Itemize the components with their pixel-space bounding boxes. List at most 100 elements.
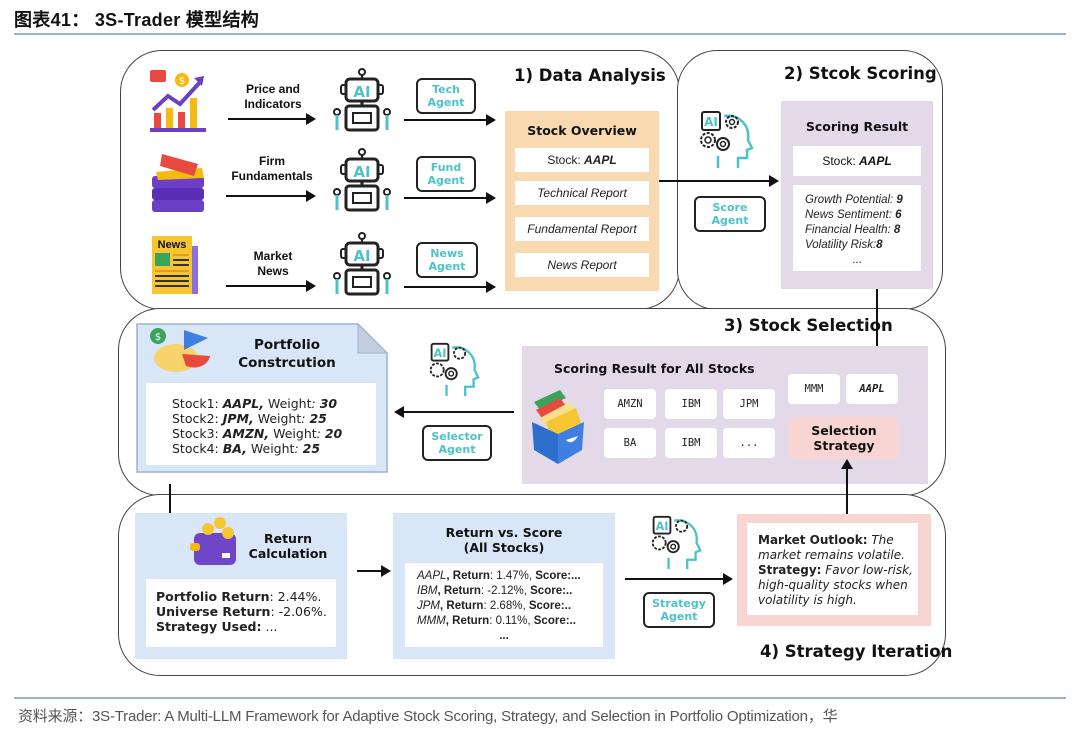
agent-label-line: Fund [430,161,462,174]
agent-label-line: Agent [711,214,749,227]
score-name: Financial Health: [805,224,894,236]
input-label-line: Firm [258,154,285,168]
newspaper-icon: News [152,236,198,294]
file-box-icon [532,390,584,464]
return-row: Portfolio Return: 2.44%. [156,589,336,604]
arrow-overview-to-scoring [659,175,779,187]
portfolio-title-line: Constrcution [238,355,336,371]
input-label-news: Market News [230,249,316,279]
strategy-agent-box: Strategy Agent [643,592,715,628]
row-score: Score:.. [530,585,573,597]
selected-stock-chip: MMM [788,374,840,404]
arrow-price-to-robot [228,113,316,125]
strategy-text: Favor low-risk, high-quality stocks when… [758,563,913,607]
return-score-row: AAPL, Return: 1.47%, Score:... [417,569,603,584]
wallet-icon [190,517,236,565]
return-calc-title: Return Calculation [246,531,330,561]
stock-chip: IBM [665,428,717,458]
agent-label-line: Agent [660,610,698,623]
return-calc-title-line: Calculation [248,546,328,561]
arrow-news-to-overview [404,281,496,293]
agent-label-line: Agent [438,443,476,456]
row-weight-label: Weight [246,441,295,456]
agent-label-line: Agent [427,96,465,109]
portfolio-row: Stock3: AMZN, Weight: 20 [172,426,376,441]
agent-label-line: Score [712,201,748,214]
overview-fundamental-report: Fundamental Report [515,217,649,241]
row-return: : 2.68%, [483,600,529,612]
stock-symbol: AAPL [584,153,617,167]
return-vs-score-list: AAPL, Return: 1.47%, Score:... IBM, Retu… [405,563,603,647]
strategy-line: Selection [811,423,877,438]
return-vs-score-title: Return vs. Score (All Stocks) [393,525,615,555]
row-return: : 0.11%, [489,615,534,627]
row-weight-label: Weight [263,396,312,411]
agent-label-line: Tech [432,83,460,96]
return-label: Universe Return [156,604,271,619]
score-value: 8 [876,239,883,251]
arrow-news-to-robot [226,280,316,292]
source-note: 资料来源：3S-Trader: A Multi-LLM Framework fo… [18,708,838,725]
score-name: Volatility Risk: [805,239,877,251]
input-label-line: Market [253,249,293,263]
svg-text:AI: AI [353,247,370,265]
stock-prefix: Stock: [822,154,859,168]
svg-text:AI: AI [656,520,669,533]
score-value: 6 [895,209,902,221]
arrow-tech-to-overview [404,114,496,126]
selection-strategy-box: Selection Strategy [789,417,899,459]
agent-label-line: Agent [427,174,465,187]
agent-label-line: Selector [431,430,483,443]
news-agent-box: News Agent [416,242,478,278]
svg-text:AI: AI [704,115,718,129]
portfolio-row: Stock4: BA, Weight: 25 [172,441,376,456]
arrow-fund-to-overview [404,192,496,204]
score-agent-box: Score Agent [694,196,766,232]
return-calc-title-line: Return [263,531,313,546]
stock-chip: ... [723,428,775,458]
stock-overview-title: Stock Overview [527,123,637,138]
row-return-label: , Return [445,615,490,627]
row-stock: MMM [417,615,446,627]
row-weight: 25 [302,441,321,456]
robot-icon: AI [333,148,391,212]
scoring-stock: Stock: AAPL [793,146,921,176]
row-weight: 25 [309,411,327,426]
return-score-row: IBM, Return: -2.12%, Score:.. [417,584,603,599]
documents-icon [152,154,204,212]
row-stock: AAPL [417,570,447,582]
input-label-line: Fundamentals [231,169,313,183]
row-colon: : [316,426,325,441]
portfolio-title-line: Portfolio [254,337,320,353]
stock-symbol: AAPL [859,154,892,168]
input-label-line: Indicators [244,97,302,111]
svg-text:$: $ [155,332,161,343]
return-vs-score-title-line: Return vs. Score [445,525,563,540]
ai-head-icon: AI [700,111,754,168]
tech-agent-box: Tech Agent [416,78,476,114]
row-return-label: , Return [446,570,490,582]
data-analysis-title: 1) Data Analysis [514,66,666,85]
svg-text:$: $ [179,76,185,87]
title-rule [14,33,1066,35]
strategy-line: Strategy [813,438,875,453]
return-value: ... [261,619,278,634]
agent-label-line: News [430,247,464,260]
row-score: Score:.. [533,615,576,627]
return-row: Universe Return: -2.06%. [156,604,336,619]
row-stock: AMZN, [222,426,270,441]
input-label-fundamentals: Firm Fundamentals [222,154,322,184]
robot-icon: AI [333,232,391,296]
svg-text:AI: AI [353,83,370,101]
row-prefix: Stock1: [172,396,223,411]
robot-icon: AI [333,68,391,132]
row-return-label: , Return [437,585,481,597]
scoring-result-title: Scoring Result [805,119,909,134]
pie-chart-icon: $ [150,328,210,372]
footer-rule [14,697,1066,699]
score-name: News Sentiment: [805,209,896,221]
row-weight-label: Weight [269,426,317,441]
strategy-iteration-title: 4) Strategy Iteration [760,642,953,661]
row-stock: BA, [222,441,247,456]
row-colon: : [294,441,303,456]
